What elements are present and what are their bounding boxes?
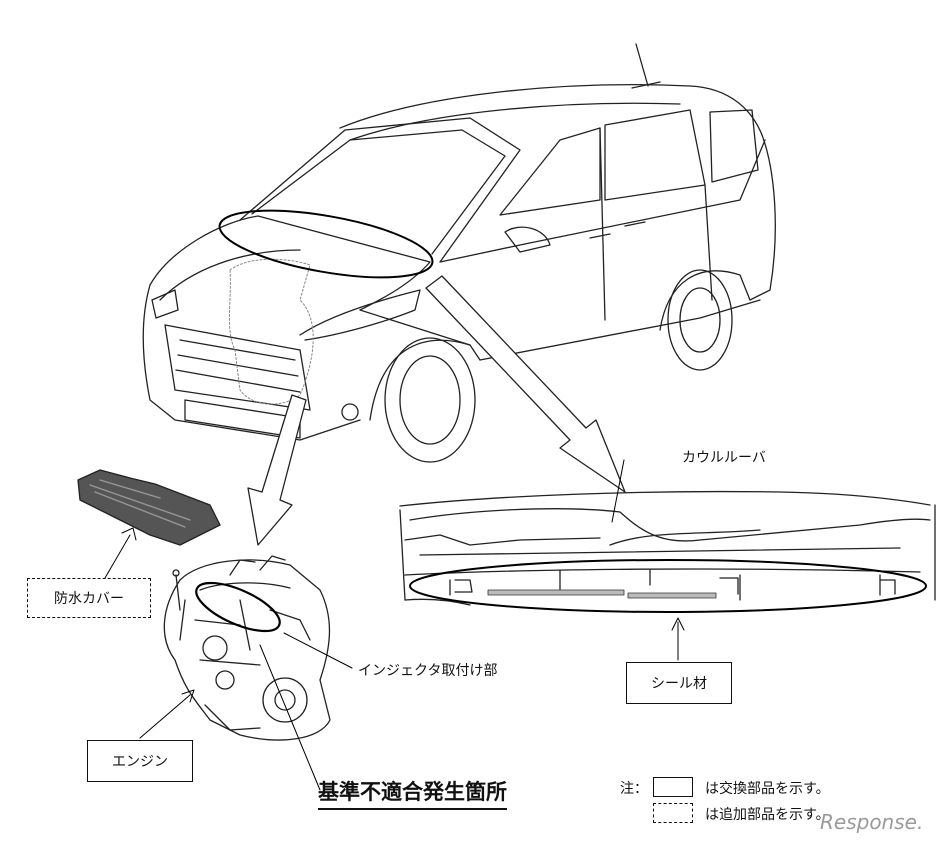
engine-illustration [163, 555, 331, 741]
legend-solid-text: は交換部品を示す。 [705, 781, 830, 797]
arrow-to-cowl [425, 275, 626, 493]
leader-cowl [611, 459, 625, 523]
engine-box: エンジン [87, 740, 193, 782]
cowl-area-ellipse [218, 209, 434, 279]
waterproof-cover-box: 防水カバー [27, 578, 151, 618]
seal-strip-left [487, 589, 625, 596]
injector-mount-label: インジェクタ取付け部 [358, 663, 498, 679]
cowl-louver-illustration [399, 490, 936, 606]
injector-ellipse [195, 581, 281, 633]
legend-dashed-swatch [653, 803, 693, 823]
leader-injector [283, 632, 353, 669]
leader-title [259, 644, 321, 791]
leader-cover [104, 534, 131, 579]
waterproof-cover-illustration [77, 469, 221, 546]
cowl-louver-label: カウルルーバ [682, 450, 766, 466]
legend-solid-swatch [653, 777, 693, 797]
seal-strip-right [627, 592, 717, 599]
seal-material-label: シール材 [651, 676, 707, 692]
nonconformity-location-title: 基準不適合発生箇所 [318, 776, 507, 810]
arrow-to-engine [247, 394, 307, 546]
legend-dashed-text: は追加部品を示す。 [705, 807, 830, 823]
leader-engine [139, 694, 191, 739]
waterproof-cover-label: 防水カバー [54, 591, 124, 607]
car-illustration [142, 43, 776, 463]
seal-area-ellipse [409, 559, 927, 613]
response-watermark: Response. [820, 810, 924, 834]
legend-prefix: 注： [620, 781, 648, 797]
engine-label: エンジン [112, 754, 168, 770]
seal-material-box: シール材 [626, 662, 732, 704]
